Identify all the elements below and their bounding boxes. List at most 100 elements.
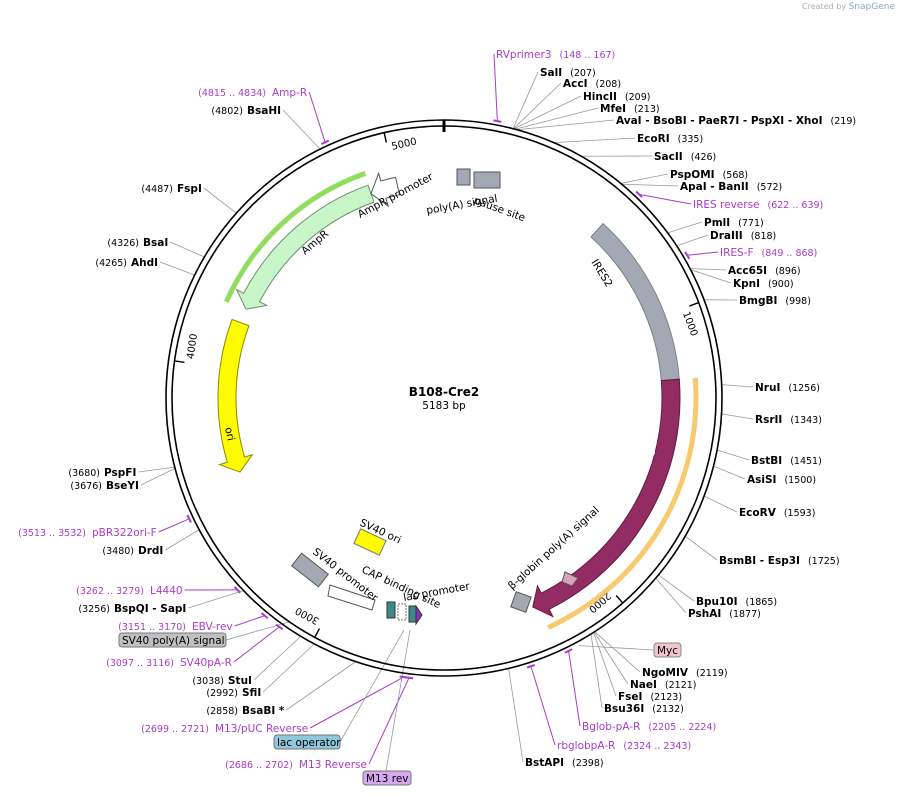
enzyme-site-bsahi[interactable]: (4802)BsaHI [211, 105, 281, 117]
enzyme-site-pspomi[interactable]: PspOMI(568) [670, 169, 748, 181]
primer-leader-ebv-rev [234, 615, 265, 627]
enzyme-site-fsei[interactable]: FseI(2123) [618, 691, 682, 703]
ampr-promoter-feature [370, 171, 401, 208]
ampr-selection-arc [223, 171, 367, 303]
enzyme-site-stui[interactable]: (3038)StuI [192, 675, 252, 687]
boxed-labels: Myc SV40 poly(A) signal lac operator M13… [118, 632, 682, 786]
enzyme-site-acc65i[interactable]: Acc65I(896) [728, 265, 801, 277]
enzyme-site-draiii[interactable]: DraIII(818) [710, 230, 776, 242]
enzyme-position: (1500) [784, 475, 816, 486]
ruler-tick-2000 [615, 595, 624, 604]
enzyme-site-fspi[interactable]: (4487)FspI [141, 183, 201, 195]
enzyme-site-ecorv[interactable]: EcoRV(1593) [739, 507, 815, 519]
enzyme-name: BsmBI - Esp3I [719, 555, 800, 567]
lac-operator-box [408, 605, 417, 623]
myc-badge [653, 642, 682, 658]
enzyme-site-pshai[interactable]: PshAI(1877) [688, 608, 761, 620]
enzyme-name: BstBI [751, 455, 782, 467]
enzyme-name: SalI [540, 67, 562, 79]
primer-site-amp-r[interactable]: (4815 .. 4834)Amp-R [198, 87, 307, 99]
enzyme-site-naei[interactable]: NaeI(2121) [630, 679, 697, 691]
lac-operator-badge [273, 734, 341, 750]
enzyme-site-rsrii[interactable]: RsrII(1343) [755, 414, 822, 426]
badge-leader-0 [578, 645, 655, 651]
primer-site-m13-reverse[interactable]: (2686 .. 2702)M13 Reverse [225, 759, 367, 771]
enzyme-site-drdi[interactable]: (3480)DrdI [102, 545, 163, 557]
enzyme-leader-bstbi [716, 449, 750, 461]
enzyme-site-bsu36i[interactable]: Bsu36I(2132) [604, 703, 684, 715]
primer-position: (148 .. 167) [560, 50, 616, 61]
enzyme-site-ngomiv[interactable]: NgoMIV(2119) [642, 667, 728, 679]
ruler-tick-5000 [383, 132, 388, 143]
enzyme-site-ecori[interactable]: EcoRI(335) [637, 133, 703, 145]
primer-site-pbr322ori-f[interactable]: (3513 .. 3532)pBR322ori-F [18, 527, 157, 539]
primer-site-rbglobpa-r[interactable]: rbglobpA-R(2324 .. 2343) [557, 740, 691, 752]
enzyme-name: PmlI [704, 217, 730, 229]
enzyme-site-bmgbi[interactable]: BmgBI(998) [739, 295, 811, 307]
enzyme-site-bsai[interactable]: (4326)BsaI [107, 237, 168, 249]
enzyme-site-bseyi[interactable]: (3676) BseYI [70, 480, 138, 492]
primer-name: rbglobpA-R [557, 740, 615, 752]
enzyme-position: (2132) [652, 704, 684, 715]
enzyme-position: (2121) [665, 680, 697, 691]
enzyme-site-hincii[interactable]: HincII(209) [583, 91, 650, 103]
enzyme-site-nrui[interactable]: NruI(1256) [755, 382, 820, 394]
primer-position: (3097 .. 3116) [106, 658, 174, 669]
enzyme-name: NgoMIV [642, 667, 689, 679]
enzyme-leader-pspomi [620, 173, 669, 184]
enzyme-site-kpni[interactable]: KpnI(900) [733, 278, 794, 290]
enzyme-site-bspqi-sapi[interactable]: (3256)BspQI - SapI [78, 603, 186, 615]
enzyme-site-pmli[interactable]: PmlI(771) [704, 217, 764, 229]
primer-site-l4440[interactable]: (3262 .. 3279)L4440 [76, 585, 182, 597]
enzyme-site-sacii[interactable]: SacII(426) [654, 151, 716, 163]
enzyme-site-bsabi[interactable]: (2858)BsaBI * [206, 705, 284, 717]
primer-site-bglob-pa-r[interactable]: Bglob-pA-R(2205 .. 2224) [582, 721, 716, 733]
ires2-feature [590, 222, 680, 382]
primer-site-rvprimer3[interactable]: RVprimer3 (148 .. 167) [496, 49, 615, 61]
primer-site-m13-puc-reverse[interactable]: (2699 .. 2721)M13/pUC Reverse [141, 723, 308, 735]
primer-site-sv40pa-r[interactable]: (3097 .. 3116)SV40pA-R [106, 657, 232, 669]
enzyme-site-avai-bsobi-paer7i-pspxi-xhoi[interactable]: AvaI - BsoBI - PaeR7I - PspXI - XhoI(219… [616, 115, 856, 127]
enzyme-position: (4802) [211, 106, 243, 117]
primer-name: IRES-F [720, 247, 754, 259]
enzyme-site-acci[interactable]: AccI(208) [563, 78, 621, 90]
ori-label: ori [222, 426, 237, 442]
enzyme-leader-ecori [553, 137, 636, 144]
enzyme-site-ahdi[interactable]: (4265)AhdI [95, 257, 158, 269]
enzyme-site-bpu10i[interactable]: Bpu10I(1865) [696, 596, 777, 608]
primer-mark-l4440 [233, 586, 241, 594]
ampr-feature [235, 184, 375, 310]
badge-leader-3 [385, 629, 411, 772]
enzyme-site-mfei[interactable]: MfeI(213) [600, 103, 660, 115]
primer-site-ires-reverse[interactable]: IRES reverse(622 .. 639) [693, 199, 823, 211]
ruler-tick-4000 [174, 360, 185, 363]
primer-site-ebv-rev[interactable]: (3151 .. 3170)EBV-rev [118, 621, 233, 633]
enzyme-site-apai-banii[interactable]: ApaI - BanII(572) [680, 181, 782, 193]
enzyme-site-sfii[interactable]: (2992)SfiI [206, 687, 261, 699]
primer-position: (3513 .. 3532) [18, 528, 86, 539]
enzyme-site-bstapi[interactable]: BstAPI(2398) [525, 757, 604, 769]
primer-name: L4440 [150, 585, 183, 597]
enzyme-name: BstAPI [525, 757, 564, 769]
enzyme-leader-bsahi [282, 109, 321, 150]
enzyme-name: BseYI [106, 480, 139, 492]
primer-position: (4815 .. 4834) [198, 88, 266, 99]
enzyme-site-asisi[interactable]: AsiSI(1500) [747, 474, 816, 486]
enzyme-leader-sali [512, 71, 539, 129]
enzyme-position: (3676) [70, 481, 102, 492]
primer-name: RVprimer3 [496, 49, 552, 61]
primer-position: (2686 .. 2702) [225, 760, 293, 771]
enzyme-site-bstbi[interactable]: BstBI (1451) [751, 455, 822, 467]
badge-leader-1 [225, 621, 290, 641]
enzyme-position: (1343) [790, 415, 822, 426]
ires2-label: IRES2 [588, 257, 614, 289]
enzyme-position: (1451) [790, 456, 822, 467]
enzyme-name: FseI [618, 691, 642, 703]
enzyme-site-bsmbi-esp3i[interactable]: BsmBI - Esp3I(1725) [719, 555, 840, 567]
enzyme-site-pspfi[interactable]: (3680)PspFI [68, 467, 136, 479]
enzyme-site-sali[interactable]: SalI(207) [540, 67, 596, 79]
primer-site-ires-f[interactable]: IRES-F(849 .. 868) [720, 247, 817, 259]
primer-mark-ebv-rev [260, 612, 269, 619]
enzyme-position: (1877) [729, 609, 761, 620]
